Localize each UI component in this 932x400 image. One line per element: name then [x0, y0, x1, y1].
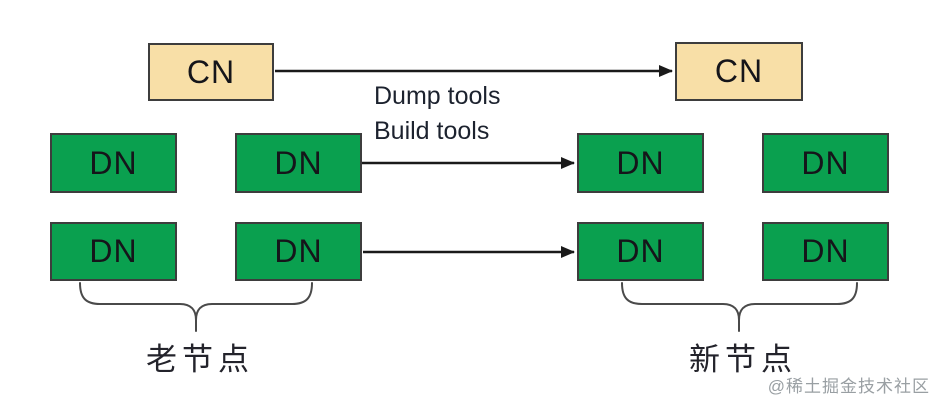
new-dn-node: DN: [577, 133, 704, 193]
new-cluster-label: 新节点: [689, 342, 797, 377]
watermark-text: @稀土掘金技术社区: [767, 377, 930, 396]
new-cluster-brace: [621, 282, 858, 332]
old-cluster-brace: [79, 282, 313, 332]
new-dn-node: DN: [762, 133, 889, 193]
new-cn-node: CN: [675, 42, 803, 101]
old-cn-node: CN: [148, 43, 274, 101]
new-dn-node: DN: [762, 222, 889, 281]
dump-tools-text: Dump tools: [374, 82, 501, 110]
build-tools-text: Build tools: [374, 117, 490, 145]
migration-tools-label: Dump tools Build tools: [374, 79, 500, 149]
old-dn-node: DN: [50, 133, 177, 193]
old-dn-node: DN: [50, 222, 177, 281]
old-cluster-label: 老节点: [146, 342, 254, 377]
old-dn-node: DN: [235, 133, 362, 193]
new-dn-node: DN: [577, 222, 704, 281]
old-dn-node: DN: [235, 222, 362, 281]
